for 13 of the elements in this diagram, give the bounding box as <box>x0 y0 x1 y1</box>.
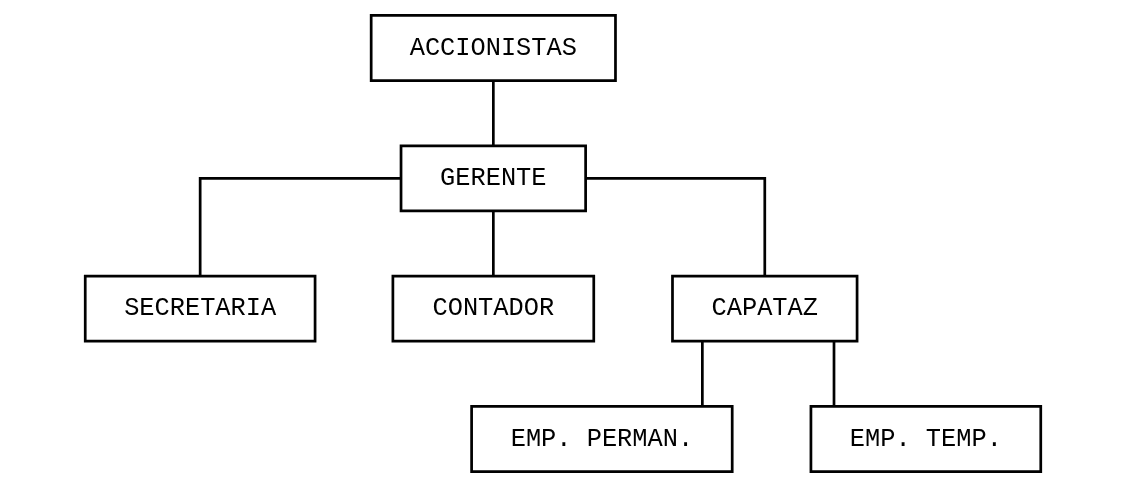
node-box: ACCIONISTAS <box>369 14 617 82</box>
connector <box>491 80 495 146</box>
node-box: CONTADOR <box>391 274 596 343</box>
node-box: EMP. TEMP. <box>809 405 1043 473</box>
connector <box>198 177 401 276</box>
node-box: GERENTE <box>399 144 587 213</box>
connector <box>491 211 495 276</box>
node-box: CAPATAZ <box>671 274 859 343</box>
connector <box>832 341 836 406</box>
node-box: EMP. PERMAN. <box>470 405 734 473</box>
connector <box>701 341 704 406</box>
connector <box>586 177 767 276</box>
node-box: SECRETARIA <box>83 274 317 343</box>
